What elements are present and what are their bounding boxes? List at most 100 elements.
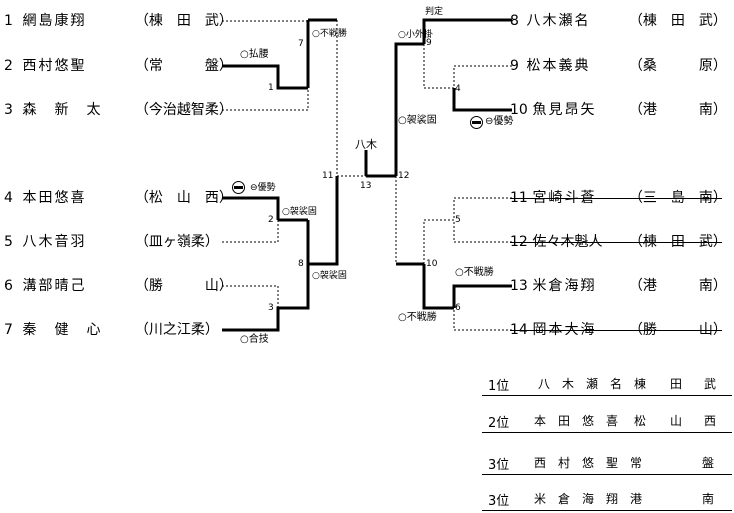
player-name: 魚見昂矢 [532, 102, 597, 118]
match-number: 9 [426, 38, 432, 48]
rank-name-char: 本 [534, 414, 547, 428]
player-number: 6 [4, 278, 13, 294]
strike-line [510, 198, 722, 199]
rank-team-char: 棟 [634, 377, 647, 391]
player-8: 8 八木瀬名 （棟 田 武） [510, 11, 730, 31]
ranking-row-4: 3位 米 倉 海 翔 港 南 [482, 488, 732, 511]
player-team: （桑 原） [628, 58, 727, 74]
match-note: ○袈裟固 [282, 207, 317, 217]
match-note: ○小外掛 [398, 30, 433, 40]
player-team: （今治越智柔） [134, 102, 233, 118]
ranking-row-3: 3位 西 村 悠 聖 常 盤 [482, 452, 732, 475]
rank-name-char: 木 [562, 377, 575, 391]
match-number: 11 [322, 171, 334, 181]
rank-team-char: 常 [630, 456, 643, 470]
player-name: 八木瀬名 [526, 13, 591, 29]
match-note: ○袈裟固 [398, 115, 437, 126]
match-note: ○払腰 [240, 49, 269, 60]
player-6: 6 溝部晴己 （勝 山） [4, 276, 234, 296]
match-note: 判定 [425, 7, 444, 17]
player-team: （棟 田 武） [134, 13, 233, 29]
match-note: ○不戦勝 [398, 312, 437, 323]
player-name: 秦 健 心 [22, 322, 103, 338]
rank-team-char: 田 [670, 377, 683, 391]
ranking-row-1: 1位 八 木 瀬 名 棟 田 武 [482, 373, 732, 396]
player-number: 2 [4, 58, 13, 74]
match-number: 2 [268, 215, 274, 225]
player-3: 3 森 新 太 （今治越智柔） [4, 100, 234, 120]
rank-name-char: 悠 [582, 414, 595, 428]
player-name: 森 新 太 [22, 102, 103, 118]
match-number: 13 [360, 181, 372, 191]
player-number: 9 [510, 58, 519, 74]
rank-name-char: 悠 [582, 456, 595, 470]
match-number: 1 [268, 83, 274, 93]
player-team: （棟 田 武） [628, 13, 727, 29]
player-name: 松本義典 [526, 58, 591, 74]
rank-position: 3位 [488, 494, 510, 509]
rank-team-char: 南 [702, 492, 715, 506]
player-4: 4 本田悠喜 （松 山 西） [4, 188, 234, 208]
player-team: （港 南） [628, 102, 727, 118]
player-name: 八木音羽 [22, 234, 87, 250]
final-winner: 八木 [355, 138, 377, 151]
player-team: （松 山 西） [134, 190, 233, 206]
player-number: 5 [4, 234, 13, 250]
rank-name-char: 村 [558, 456, 571, 470]
player-9: 9 松本義典 （桑 原） [510, 56, 730, 76]
match-note: ○袈裟固 [312, 271, 347, 281]
rank-name-char: 西 [534, 456, 547, 470]
player-name: 西村悠聖 [22, 58, 87, 74]
match-number: 4 [455, 84, 461, 94]
player-10: 10 魚見昂矢 （港 南） [510, 100, 730, 120]
match-note: ○合技 [240, 334, 269, 345]
player-number: 1 [4, 13, 13, 29]
rank-position: 1位 [488, 379, 510, 394]
match-note: ⊖優勢 [485, 116, 514, 127]
player-team: （港 南） [628, 278, 727, 294]
player-team: （常 盤） [134, 58, 233, 74]
yusei-icon [470, 116, 483, 129]
match-number: 10 [426, 259, 438, 269]
player-name: 網島康翔 [22, 13, 87, 29]
rank-name-char: 倉 [558, 492, 571, 506]
player-team: （勝 山） [134, 278, 233, 294]
rank-name-char: 喜 [606, 414, 619, 428]
rank-team-char: 西 [704, 414, 717, 428]
player-13: 13 米倉海翔 （港 南） [510, 276, 730, 296]
player-number: 4 [4, 190, 13, 206]
player-team: （皿ヶ嶺柔） [134, 234, 219, 250]
player-number: 8 [510, 13, 519, 29]
player-name: 米倉海翔 [532, 278, 597, 294]
rank-name-char: 海 [582, 492, 595, 506]
player-number: 3 [4, 102, 13, 118]
rank-team-char: 港 [630, 492, 643, 506]
rank-name-char: 名 [610, 377, 623, 391]
player-name: 本田悠喜 [22, 190, 87, 206]
player-5: 5 八木音羽 （皿ヶ嶺柔） [4, 232, 234, 252]
match-number: 7 [298, 39, 304, 49]
rank-name-char: 聖 [606, 456, 619, 470]
player-team: （川之江柔） [134, 322, 219, 338]
player-1: 1 網島康翔 （棟 田 武） [4, 11, 234, 31]
match-note [232, 181, 245, 194]
match-number: 12 [398, 171, 410, 181]
match-note: ○不戦勝 [455, 267, 494, 278]
strike-line [510, 242, 722, 243]
rank-team-char: 山 [670, 414, 683, 428]
match-note [470, 116, 483, 129]
rank-team-char: 盤 [702, 456, 715, 470]
rank-name-char: 米 [534, 492, 547, 506]
match-note: ○不戦勝 [312, 29, 347, 39]
strike-line [510, 330, 722, 331]
yusei-icon [232, 181, 245, 194]
player-number: 13 [510, 278, 528, 294]
ranking-row-2: 2位 本 田 悠 喜 松 山 西 [482, 410, 732, 433]
rank-team-char: 松 [634, 414, 647, 428]
match-number: 5 [455, 215, 461, 225]
rank-name-char: 田 [558, 414, 571, 428]
player-number: 10 [510, 102, 528, 118]
rank-position: 2位 [488, 416, 510, 431]
match-number: 8 [298, 259, 304, 269]
